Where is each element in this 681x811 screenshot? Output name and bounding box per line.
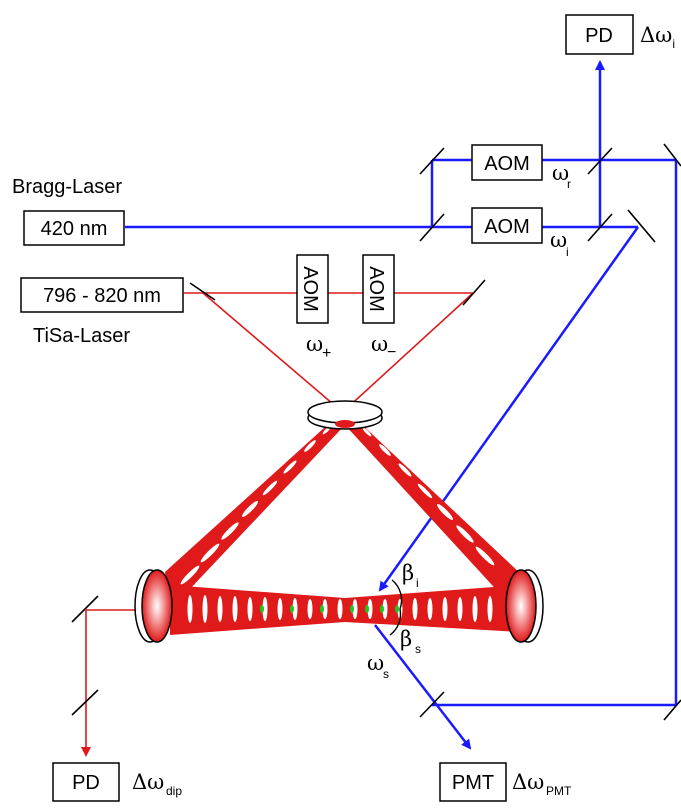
beta-i-subscript: i	[416, 576, 419, 590]
beta-s-symbol: β	[400, 627, 412, 651]
aom-minus-label: AOM	[365, 266, 387, 312]
pd-bottom-label: PD	[72, 772, 100, 794]
tisa-beam-paths	[81, 292, 474, 757]
omega-plus-sign: +	[322, 345, 331, 362]
omega-minus-sign: −	[387, 344, 396, 361]
tisa-wavelength: 796 - 820 nm	[43, 285, 161, 307]
delta-omega-i-symbol: Δω	[640, 23, 672, 47]
omega-s-subscript: s	[383, 667, 389, 681]
delta-omega-i-subscript: i	[672, 37, 675, 51]
beta-s-subscript: s	[415, 642, 421, 656]
pmt-detector: PMT Δω PMT	[439, 762, 572, 802]
omega-i-subscript: i	[566, 245, 569, 259]
delta-omega-dip-subscript: dip	[166, 784, 182, 798]
aom-i-label: AOM	[484, 216, 530, 238]
cavity-mode	[165, 418, 522, 635]
delta-omega-dip-symbol: Δω	[132, 770, 164, 794]
pd-top-label: PD	[585, 25, 613, 47]
aom-i: AOM ω i	[471, 207, 569, 259]
flat-mirrors	[71, 143, 681, 721]
omega-s-symbol: ω	[367, 651, 384, 675]
omega-r-subscript: r	[567, 177, 571, 191]
aom-plus: AOM ω +	[296, 254, 331, 362]
cavity-mirror-left	[134, 569, 173, 643]
tisa-laser: 796 - 820 nm TiSa-Laser	[20, 277, 184, 347]
cavity-mirror-top	[307, 400, 383, 430]
beta-i-symbol: β	[402, 561, 414, 585]
bragg-beam-paths	[125, 60, 678, 750]
bragg-wavelength: 420 nm	[41, 218, 108, 240]
trapped-atoms	[260, 605, 399, 613]
delta-omega-pmt-symbol: Δω	[512, 770, 544, 794]
omega-minus-symbol: ω	[371, 332, 388, 356]
pd-bottom: PD Δω dip	[52, 762, 182, 802]
pd-top: PD Δω i	[565, 14, 675, 55]
omega-plus-symbol: ω	[306, 332, 323, 356]
aom-plus-label: AOM	[299, 266, 321, 312]
bragg-laser-label: Bragg-Laser	[12, 176, 122, 198]
aom-r: AOM ω r	[471, 144, 571, 191]
aom-r-label: AOM	[484, 153, 530, 175]
pmt-label: PMT	[452, 772, 494, 794]
cavity-mirror-right	[505, 569, 544, 643]
tisa-laser-label: TiSa-Laser	[33, 325, 130, 347]
omega-i-symbol: ω	[550, 228, 567, 252]
delta-omega-pmt-subscript: PMT	[546, 784, 572, 798]
angle-labels: β i β s ω s	[367, 561, 421, 681]
aom-minus: AOM ω −	[362, 254, 396, 361]
omega-r-symbol: ω	[552, 161, 569, 185]
bragg-laser: Bragg-Laser 420 nm	[12, 176, 125, 246]
